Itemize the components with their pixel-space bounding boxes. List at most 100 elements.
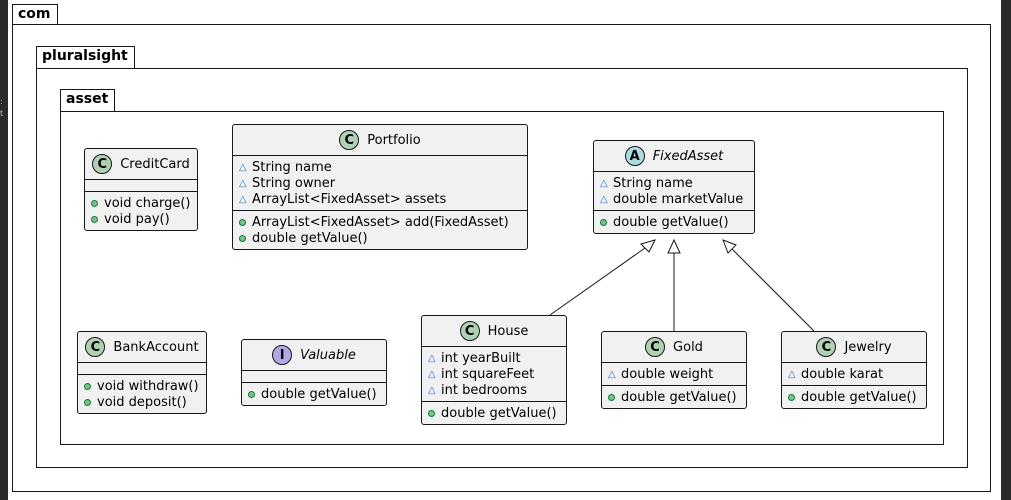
methods-section: double getValue() [782,385,926,408]
method: double getValue() [600,214,748,230]
class-jewelry[interactable]: C Jewelry △double karat double getValue(… [781,331,927,409]
package-visibility-icon: △ [600,177,608,189]
method: ArrayList<FixedAsset> add(FixedAsset) [239,214,521,230]
methods-section: void charge() void pay() [85,191,197,230]
method-signature: double getValue() [252,230,368,246]
class-header: A FixedAsset [594,141,754,171]
class-stereotype-icon: C [645,337,666,357]
fields-section [242,370,386,382]
class-gold[interactable]: C Gold △double weight double getValue() [601,331,747,409]
public-visibility-icon [239,218,252,226]
package-visibility-icon: △ [239,161,247,173]
fields-section: △ String name △double marketValue [594,171,754,210]
field-declaration: double karat [801,366,884,382]
fields-section: △double karat [782,362,926,385]
class-creditcard[interactable]: C CreditCard void charge() void pay() [84,148,198,231]
fields-section: △ int yearBuilt △ int squareFeet △int bedr… [422,346,566,401]
class-stereotype-icon: C [816,337,837,357]
method: void charge() [91,195,191,211]
inheritance-arrowhead-jewelry [722,239,737,254]
class-house[interactable]: C House △ int yearBuilt △ int squareFeet △… [421,315,567,425]
method-signature: ArrayList<FixedAsset> add(FixedAsset) [252,214,509,230]
method: double getValue() [788,389,920,405]
method: void withdraw() [84,378,200,394]
class-header: C Gold [602,332,746,362]
public-visibility-icon [239,234,252,242]
public-visibility-icon [788,393,801,401]
method-signature: void pay() [104,211,170,227]
inheritance-arrowhead-house [640,239,656,253]
class-stereotype-icon: C [459,321,480,341]
methods-section: double getValue() [242,382,386,405]
method: double getValue() [608,389,740,405]
field-declaration: String name [613,175,693,191]
methods-section: double getValue() [422,401,566,424]
field-declaration: int yearBuilt [441,350,521,366]
class-name: Jewelry [844,339,892,355]
class-name: FixedAsset [652,148,724,164]
package-visibility-icon: △ [428,352,436,364]
abstract-stereotype-icon: A [624,146,645,166]
class-header: C House [422,316,566,346]
package-tab-pluralsight: pluralsight [36,46,135,69]
field: △String owner [239,175,521,191]
public-visibility-icon [91,199,104,207]
method-signature: double getValue() [441,405,557,421]
jewelry-extends-fixedasset-line [731,248,815,332]
field: △ String name [239,159,521,175]
method-signature: double getValue() [621,389,737,405]
class-stereotype-icon: C [339,130,360,150]
class-header: I Valuable [242,340,386,370]
method-signature: void withdraw() [97,378,199,394]
class-header: C Jewelry [782,332,926,362]
public-visibility-icon [608,393,621,401]
field: △double marketValue [600,191,748,207]
fields-section: △String name △String owner △ArrayList<Fi… [233,155,527,210]
package-name-com: com [18,6,51,22]
class-header: C CreditCard [85,149,197,179]
public-visibility-icon [84,398,97,406]
package-name-asset: asset [66,91,109,107]
class-name: House [487,323,529,339]
method-signature: void charge() [104,195,191,211]
method-signature: double getValue() [261,386,377,402]
package-visibility-icon: △ [239,193,247,205]
left-edge-marks: :t [0,97,4,118]
inheritance-arrowhead-gold [667,238,681,254]
class-valuable[interactable]: I Valuable double getValue() [241,339,387,406]
method: double getValue() [428,405,560,421]
fields-section [85,179,197,191]
package-tab-com: com [12,4,58,25]
field: △int bedrooms [428,382,560,398]
class-bankaccount[interactable]: C BankAccount void withdraw() void depos… [77,331,207,414]
field: △ int yearBuilt [428,350,560,366]
method: double getValue() [239,230,521,246]
methods-section: double getValue() [602,385,746,408]
method: void deposit() [84,394,200,410]
package-visibility-icon: △ [600,193,608,205]
class-header: C Portfolio [233,125,527,155]
class-name: BankAccount [113,339,199,355]
class-fixedasset[interactable]: A FixedAsset △ String name △double market… [593,140,755,234]
field: △double weight [608,366,740,382]
house-extends-fixedasset-line [549,247,646,316]
method-signature: double getValue() [613,214,729,230]
class-portfolio[interactable]: C Portfolio △ String name △String owner △… [232,124,528,250]
class-name: Gold [673,339,703,355]
method: void pay() [91,211,191,227]
fields-section: △double weight [602,362,746,385]
interface-stereotype-icon: I [272,345,293,365]
class-stereotype-icon: C [92,154,113,174]
package-name-pluralsight: pluralsight [42,48,128,64]
class-name: Portfolio [367,132,421,148]
field: △double karat [788,366,920,382]
method-signature: double getValue() [801,389,917,405]
field-declaration: int squareFeet [441,366,535,382]
field-declaration: String name [252,159,332,175]
package-tab-asset: asset [60,89,116,112]
package-visibility-icon: △ [428,384,436,396]
class-name: Valuable [300,347,356,363]
fields-section [78,362,206,374]
class-name: CreditCard [120,156,190,172]
